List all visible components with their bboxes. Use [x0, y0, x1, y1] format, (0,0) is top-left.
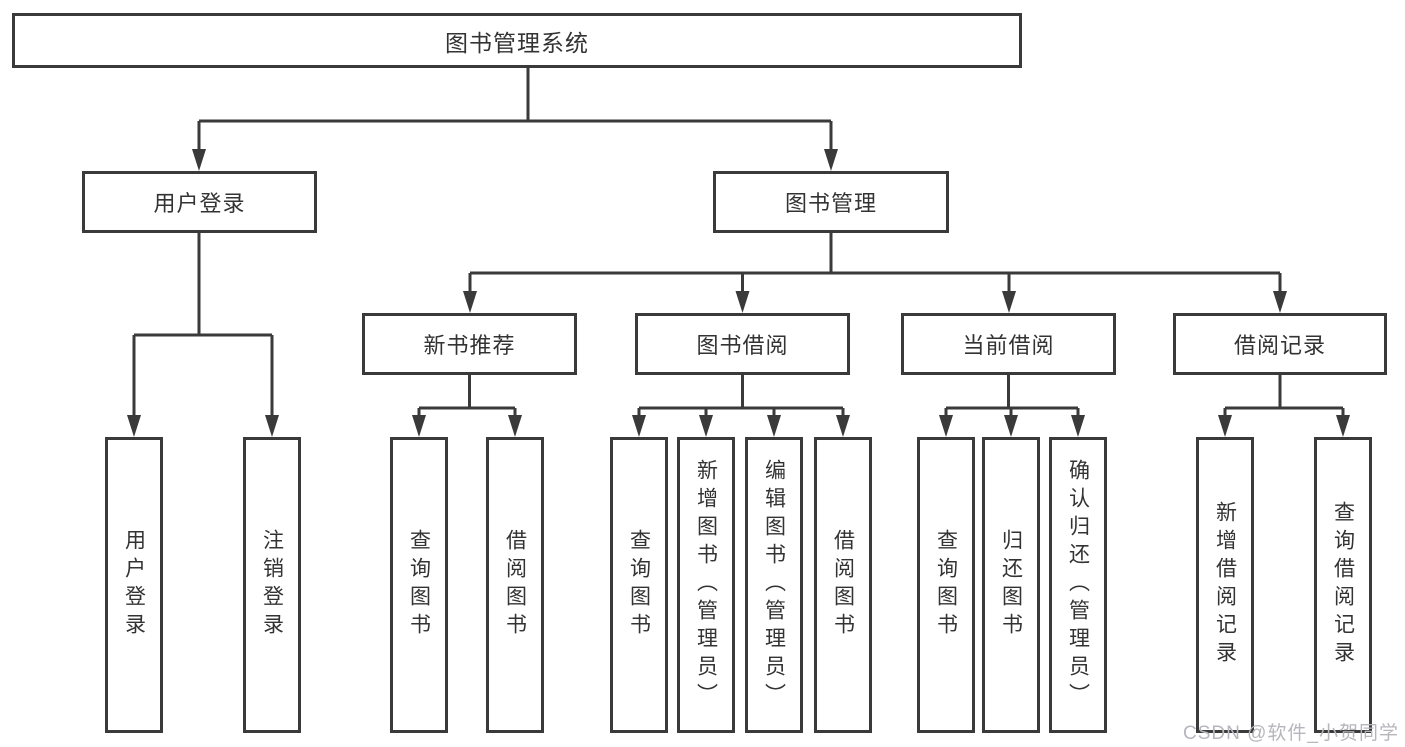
arrowhead-icon: [463, 291, 477, 313]
arrowhead-icon: [1273, 291, 1287, 313]
leaf-query-books-current: 查询图书: [917, 437, 975, 733]
node-new-book-recommend: 新书推荐: [362, 313, 577, 375]
arrowhead-icon: [1002, 291, 1016, 313]
arrowhead-icon: [265, 415, 279, 437]
connector-login-to-leaves: [132, 233, 274, 431]
node-book-management: 图书管理: [713, 171, 949, 233]
leaf-borrow-books: 借阅图书: [814, 437, 872, 733]
leaf-query-borrow-record: 查询借阅记录: [1314, 437, 1372, 733]
connector-records-to-leaves: [1223, 375, 1345, 431]
leaf-add-borrow-record: 新增借阅记录: [1196, 437, 1254, 733]
arrowhead-icon: [508, 415, 522, 437]
leaf-edit-books-admin: 编辑图书（管理员）: [745, 437, 803, 733]
connector-root-to-level2: [197, 68, 833, 165]
arrowhead-icon: [192, 149, 206, 171]
node-borrow-records: 借阅记录: [1173, 313, 1387, 375]
leaf-query-books-borrow: 查询图书: [610, 437, 668, 733]
arrowhead-icon: [632, 415, 646, 437]
arrowhead-icon: [735, 291, 750, 313]
leaf-add-books-admin: 新增图书（管理员）: [677, 437, 735, 733]
arrowhead-icon: [1071, 415, 1085, 437]
leaf-logout: 注销登录: [243, 437, 301, 733]
node-user-login: 用户登录: [82, 171, 317, 233]
arrowhead-icon: [1218, 415, 1232, 437]
arrowhead-icon: [1004, 415, 1018, 437]
leaf-borrow-books-recommend: 借阅图书: [486, 437, 544, 733]
arrowhead-icon: [699, 415, 713, 437]
connector-newbook-to-leaves: [417, 375, 517, 431]
arrowhead-icon: [127, 415, 141, 437]
leaf-query-books-recommend: 查询图书: [390, 437, 448, 733]
leaf-confirm-return-admin: 确认归还（管理员）: [1049, 437, 1107, 733]
arrowhead-icon: [412, 415, 426, 437]
node-library-management-system: 图书管理系统: [12, 13, 1022, 68]
connector-mgmt-to-level3: [468, 233, 1282, 307]
node-book-borrow: 图书借阅: [635, 313, 850, 375]
arrowhead-icon: [824, 149, 838, 171]
arrowhead-icon: [1336, 415, 1350, 437]
node-current-borrow: 当前借阅: [901, 313, 1116, 375]
leaf-user-login: 用户登录: [105, 437, 163, 733]
arrowhead-icon: [836, 415, 850, 437]
leaf-return-books: 归还图书: [982, 437, 1040, 733]
connector-borrow-to-leaves: [637, 375, 845, 431]
arrowhead-icon: [767, 415, 781, 437]
csdn-watermark: CSDN @软件_小贺同学: [1183, 723, 1399, 744]
arrowhead-icon: [939, 415, 953, 437]
